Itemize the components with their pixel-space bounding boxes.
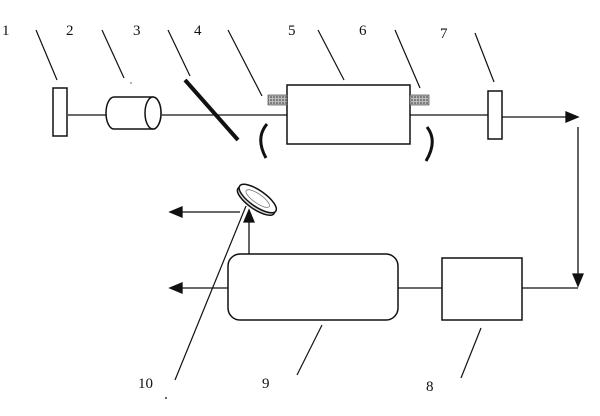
- arrow-up-head: [243, 208, 255, 223]
- leader-line-5: [317, 29, 345, 81]
- label-10: 10: [138, 376, 153, 392]
- label-3: 3: [133, 23, 141, 39]
- output-arrow-lower: [168, 282, 183, 294]
- component-4-curved-mirror-left: [259, 123, 269, 159]
- speck-dot: [165, 397, 167, 399]
- leader-line-7: [474, 32, 495, 83]
- component-2-cylinder: [105, 96, 162, 130]
- leader-line-9: [296, 324, 323, 376]
- arrow-right-head: [565, 111, 580, 123]
- arrow-down-head: [572, 273, 584, 288]
- leader-line-6: [394, 29, 421, 89]
- component-6-crystal-right: [409, 94, 430, 106]
- component-9-rounded-box: [227, 253, 399, 321]
- leader-line-1: [35, 29, 58, 81]
- label-7: 7: [440, 26, 448, 42]
- label-6: 6: [359, 23, 367, 39]
- component-5-box: [286, 84, 411, 145]
- component-3-splitter: [183, 78, 240, 142]
- label-4: 4: [194, 23, 202, 39]
- component-6-crystal-left: [267, 94, 288, 106]
- component-10-lens: [236, 183, 278, 216]
- component-7-filter: [487, 90, 503, 140]
- component-4-curved-mirror-right: [424, 126, 434, 162]
- label-8: 8: [426, 379, 434, 395]
- leader-line-4: [227, 29, 263, 97]
- label-2: 2: [66, 23, 74, 39]
- output-arrow-upper: [168, 206, 183, 218]
- label-1: 1: [2, 23, 10, 39]
- leader-line-3: [167, 29, 191, 77]
- label-5: 5: [288, 23, 296, 39]
- component-1-mirror: [52, 87, 68, 137]
- leader-line-2: [101, 29, 125, 79]
- label-9: 9: [262, 376, 270, 392]
- leader-line-10: [174, 205, 247, 381]
- speck-dot: [130, 82, 132, 84]
- leader-line-8: [460, 327, 482, 379]
- component-8-box: [441, 257, 523, 321]
